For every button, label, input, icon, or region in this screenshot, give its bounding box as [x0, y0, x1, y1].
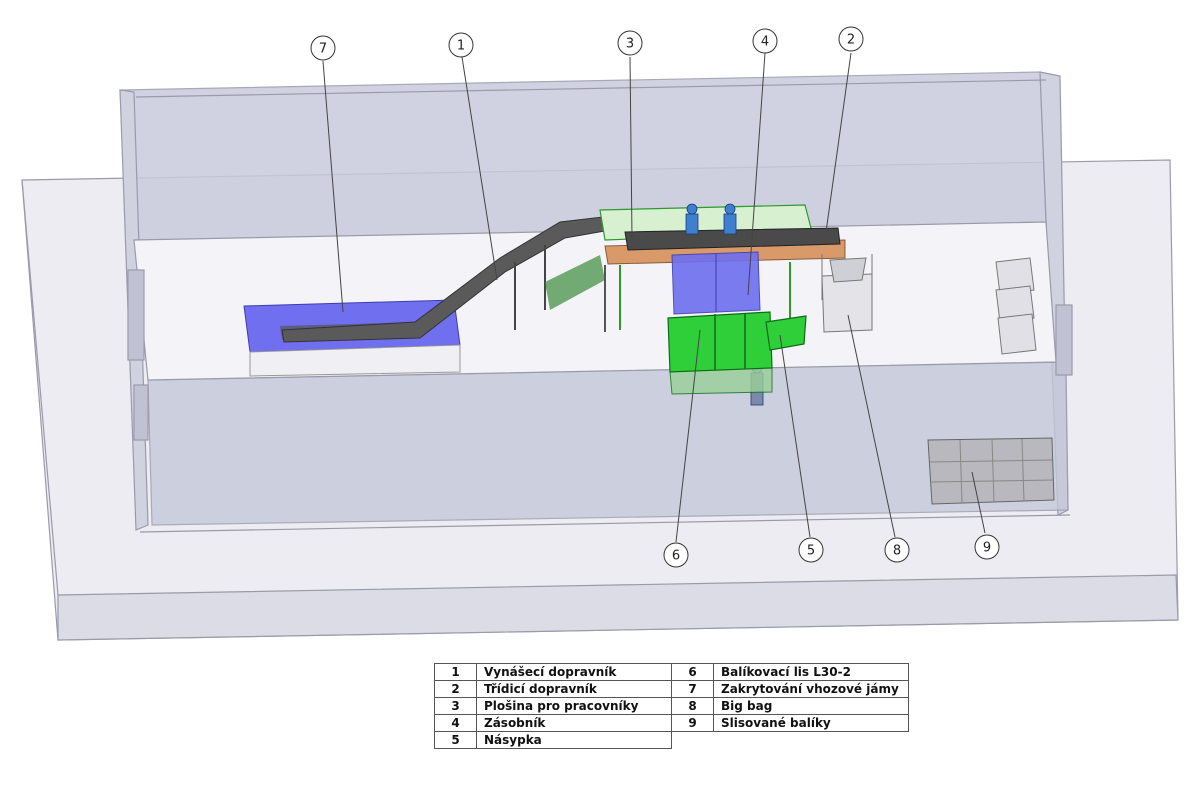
legend-left-column: 1 Vynášecí dopravník 2 Třídicí dopravník…: [434, 663, 672, 749]
storage-bin: [671, 251, 761, 315]
callout-3: 3: [617, 30, 643, 56]
callout-7: 7: [310, 35, 336, 61]
callout-5: 5: [798, 537, 824, 563]
callout-4-number: 4: [761, 35, 769, 50]
legend-label: Zásobník: [484, 716, 546, 730]
side-door-right: [1055, 304, 1073, 376]
legend-label: Třídicí dopravník: [484, 682, 597, 696]
legend-row: 3 Plošina pro pracovníky: [434, 697, 672, 715]
callout-2-number: 2: [847, 33, 855, 48]
legend-number: 5: [435, 732, 477, 748]
legend-row: 2 Třídicí dopravník: [434, 680, 672, 698]
floor-slab-front: [57, 574, 1179, 641]
legend-row: 9 Slisované balíky: [671, 714, 909, 732]
baling-press: [667, 311, 773, 395]
legend-number: 2: [435, 681, 477, 697]
legend-label: Big bag: [721, 699, 773, 713]
legend-table: 1 Vynášecí dopravník 2 Třídicí dopravník…: [434, 663, 910, 760]
legend-label: Vynášecí dopravník: [484, 665, 617, 679]
legend-row: 4 Zásobník: [434, 714, 672, 732]
callout-8: 8: [884, 537, 910, 563]
legend-number: 9: [672, 715, 714, 731]
legend-number: 4: [435, 715, 477, 731]
legend-label: Plošina pro pracovníky: [484, 699, 639, 713]
sorting-conveyor: [624, 227, 841, 251]
legend-label: Násypka: [484, 733, 542, 747]
legend-label: Zakrytování vhozové jámy: [721, 682, 899, 696]
legend-row: 7 Zakrytování vhozové jámy: [671, 680, 909, 698]
callout-4: 4: [752, 28, 778, 54]
legend-number: 1: [435, 664, 477, 680]
legend-number: 7: [672, 681, 714, 697]
legend-row: 6 Balíkovací lis L30-2: [671, 663, 909, 681]
legend-right-column: 6 Balíkovací lis L30-2 7 Zakrytování vho…: [671, 663, 909, 732]
callout-9-number: 9: [983, 541, 991, 556]
callout-9: 9: [974, 534, 1000, 560]
callout-1-number: 1: [457, 39, 465, 54]
callout-7-number: 7: [319, 42, 327, 57]
legend-number: 3: [435, 698, 477, 714]
legend-number: 6: [672, 664, 714, 680]
callout-8-number: 8: [893, 544, 901, 559]
callout-1: 1: [448, 32, 474, 58]
legend-row: 5 Násypka: [434, 731, 672, 749]
side-door-left-lower: [133, 384, 149, 441]
legend-row: 8 Big bag: [671, 697, 909, 715]
legend-number: 8: [672, 698, 714, 714]
legend-label: Slisované balíky: [721, 716, 831, 730]
legend-row: 1 Vynášecí dopravník: [434, 663, 672, 681]
pressed-bales: [927, 437, 1055, 505]
side-door-left: [127, 269, 145, 361]
callout-6: 6: [663, 542, 689, 568]
callout-6-number: 6: [672, 549, 680, 564]
callout-5-number: 5: [807, 544, 815, 559]
back-wall: [119, 71, 1047, 243]
callout-2: 2: [838, 26, 864, 52]
callout-3-number: 3: [626, 37, 634, 52]
leader-lines: [322, 52, 986, 543]
legend-label: Balíkovací lis L30-2: [721, 665, 851, 679]
big-bag: [821, 254, 873, 333]
hopper: [765, 315, 807, 351]
building: [21, 71, 1179, 641]
stored-big-bags: [995, 257, 1037, 355]
